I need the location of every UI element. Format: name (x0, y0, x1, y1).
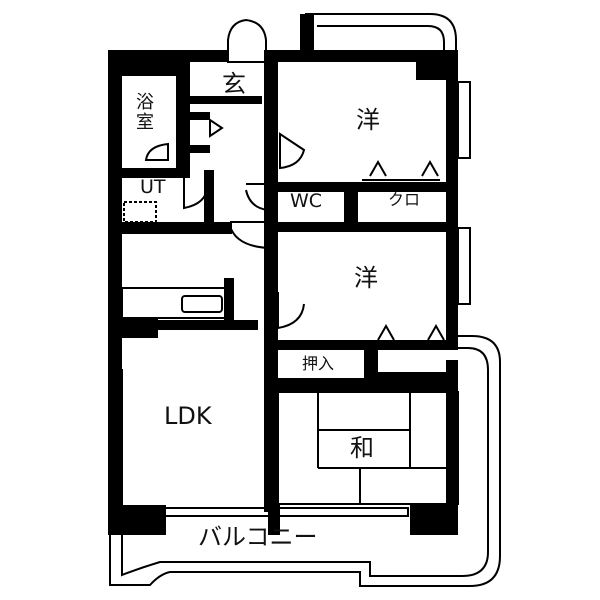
label-storage: 押入 (302, 354, 335, 373)
kitchen-counter (121, 287, 233, 319)
label-ldk: LDK (164, 402, 212, 430)
label-balcony: バルコニー (198, 523, 318, 551)
entrance-door (227, 18, 267, 63)
window-right-1 (457, 81, 471, 159)
thin-lines (109, 13, 501, 587)
balcony-rail (109, 335, 501, 587)
label-utility: UT (140, 176, 166, 198)
walls (108, 14, 458, 535)
label-western-room-1: 洋 (356, 106, 380, 134)
label-wc: WC (290, 190, 323, 212)
label-western-room-2: 洋 (354, 264, 378, 292)
label-japanese-room: 和 (350, 434, 374, 462)
label-entrance: 玄 (222, 70, 246, 98)
kitchen-sink (181, 295, 223, 313)
label-closet: クロ (388, 190, 421, 209)
window-right-2 (457, 227, 471, 305)
closet-markers (369, 159, 445, 341)
bay-window-top (305, 13, 457, 70)
label-bath: 浴室 (133, 92, 154, 132)
washer-pan (123, 201, 157, 223)
